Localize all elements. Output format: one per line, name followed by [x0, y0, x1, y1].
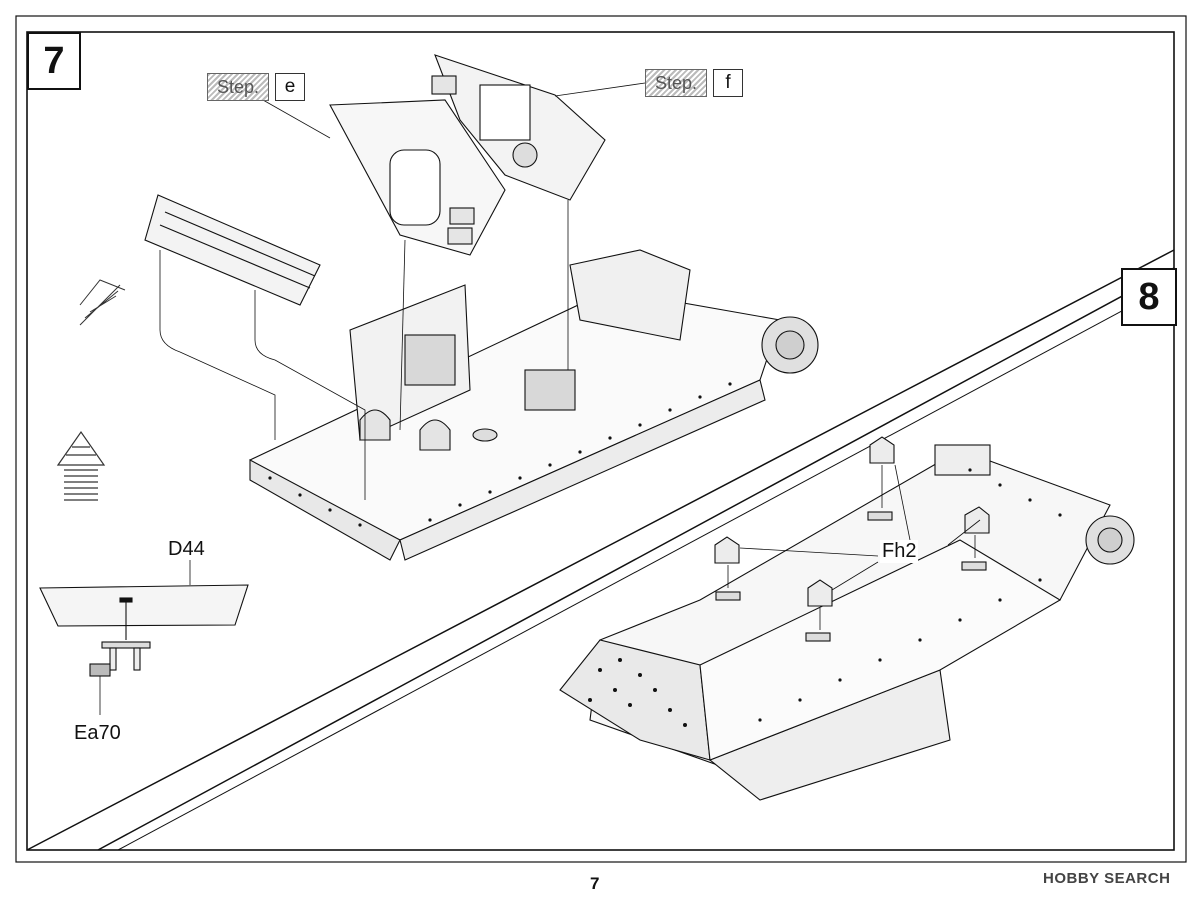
- page-number: 7: [590, 874, 600, 893]
- watermark-logo: HOBBY SEARCH: [1043, 870, 1171, 887]
- d44-detail: [39, 560, 249, 715]
- step-ref-e-word: Step.: [207, 73, 269, 101]
- part-label-fh2: Fh2: [880, 540, 919, 563]
- fh2-brackets: [714, 436, 990, 642]
- step-divider-line: [26, 249, 1175, 851]
- step7-rivets: [268, 382, 732, 527]
- step7-engine-deck: [144, 194, 321, 306]
- step-ref-f-word: Step.: [645, 69, 707, 97]
- step7-leader-lines: [159, 82, 646, 500]
- front-direction-arrow-diagonal: [79, 279, 126, 326]
- step8-leader-lines: [727, 464, 981, 630]
- step8-rivets: [588, 468, 1062, 727]
- step-7-number: 7: [27, 32, 81, 90]
- step-ref-e-letter: e: [275, 73, 305, 101]
- step7-hull-assembly: [249, 249, 819, 561]
- step-ref-f-letter: f: [713, 69, 743, 97]
- step-ref-f: Step. f: [645, 69, 743, 97]
- step-ref-e: Step. e: [207, 73, 305, 101]
- front-direction-arrow-up: [56, 430, 106, 501]
- part-label-d44: D44: [168, 538, 205, 560]
- step-8-number: 8: [1121, 268, 1177, 326]
- part-label-ea70: Ea70: [74, 722, 121, 744]
- step8-hull-assembly: [559, 444, 1135, 801]
- step7-plate-f: [431, 54, 606, 201]
- step7-plate-e: [329, 99, 506, 256]
